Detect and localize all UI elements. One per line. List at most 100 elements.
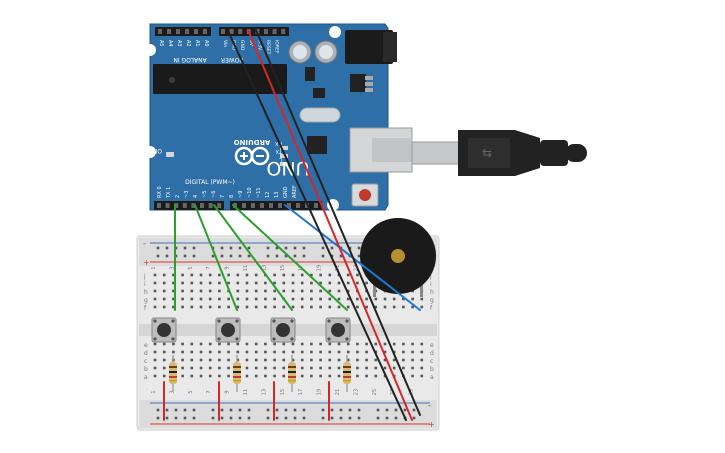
usb-cable: ⇆: [411, 130, 587, 176]
tx-label: TX: [275, 148, 283, 154]
power-label: POWER: [221, 56, 243, 63]
column-number: 29: [409, 389, 415, 395]
resistor: [233, 355, 241, 392]
row-letter: g: [430, 297, 434, 304]
column-number: 11: [243, 265, 249, 271]
board-brand-label: ARDUINO: [234, 138, 271, 146]
arduino-logo: ARDUINO: [234, 138, 271, 166]
small-chip: [307, 136, 327, 154]
row-letter: g: [144, 297, 148, 304]
column-number: 7: [206, 390, 212, 393]
digital-pin-label: ~3: [184, 191, 190, 198]
column-number: 19: [317, 389, 323, 395]
column-number: 11: [243, 389, 249, 395]
analog-header: [155, 27, 211, 36]
column-number: 25: [372, 389, 378, 395]
analog-pin-label: A3: [176, 40, 182, 47]
power-pin-label: 3.3V: [256, 40, 262, 51]
push-button[interactable]: [270, 317, 296, 343]
arduino-uno-board: UNO ARDUINO ON TX RX L ANALOG IN POWER D…: [144, 23, 413, 211]
analog-pin-label: A1: [194, 40, 200, 47]
resistor: [169, 355, 177, 392]
digital-pin-label: ~5: [202, 191, 208, 198]
digital-pin-label: 13: [274, 192, 280, 198]
analog-pin-label: A2: [185, 40, 191, 47]
analog-pin-label: A5: [158, 40, 164, 47]
row-letter: d: [430, 350, 434, 357]
row-letter: e: [430, 342, 434, 349]
digital-label: DIGITAL (PWM~): [185, 179, 235, 186]
analog-pin-label: A4: [167, 40, 173, 47]
row-letter: d: [144, 350, 148, 357]
column-number: 3: [169, 266, 175, 269]
digital-pin-label: RX 0: [157, 186, 163, 198]
column-number: 7: [206, 266, 212, 269]
digital-pin-label: 8: [229, 195, 235, 198]
rail-minus-bottom: -: [428, 401, 431, 410]
digital-pin-label: 7: [220, 195, 226, 198]
row-letter: c: [144, 358, 147, 365]
wire-black: [228, 32, 407, 421]
row-letter: j: [429, 273, 432, 280]
digital-pin-label: GND: [283, 186, 289, 198]
digital-header-low: [154, 201, 224, 210]
column-number: 21: [335, 265, 341, 271]
board-model-label: UNO: [266, 157, 309, 179]
rail-plus-top: +: [143, 258, 150, 267]
digital-pin-label: ~11: [256, 187, 262, 198]
column-number: 13: [261, 389, 267, 395]
digital-pin-label: 12: [265, 192, 271, 198]
row-letter: f: [430, 305, 433, 312]
column-number: 23: [353, 389, 359, 395]
digital-pin-label: 2: [175, 195, 181, 198]
digital-pin-label: AREF: [292, 185, 298, 198]
digital-pin-label: ~6: [211, 191, 217, 198]
power-pin-label: Vin: [222, 40, 228, 47]
column-number: 15: [280, 389, 286, 395]
row-letter: b: [144, 366, 148, 373]
power-pin-label: 5V: [248, 40, 254, 47]
analog-pin-label: A0: [203, 40, 209, 47]
resistor: [343, 355, 351, 392]
column-number: 1: [151, 266, 157, 269]
power-pin-label: IOREF: [274, 40, 280, 54]
on-led-label: ON: [153, 147, 162, 154]
push-button[interactable]: [325, 317, 351, 343]
row-letter: i: [144, 281, 146, 288]
column-number: 15: [280, 265, 286, 271]
svg-text:⇆: ⇆: [482, 146, 492, 160]
column-number: 9: [225, 266, 231, 269]
analog-in-label: ANALOG IN: [173, 56, 206, 63]
row-letter: f: [144, 305, 147, 312]
power-header: [219, 27, 289, 36]
digital-pin-label: ~10: [247, 187, 253, 198]
column-number: 5: [188, 390, 194, 393]
digital-pin-label: ~9: [238, 191, 244, 198]
digital-pin-label: TX 1: [166, 187, 172, 199]
digital-header-high: [230, 201, 322, 210]
row-letter: i: [430, 281, 432, 288]
row-letter: h: [430, 289, 434, 296]
push-button[interactable]: [151, 317, 177, 343]
wire-green: [194, 204, 238, 311]
wire-black: [255, 29, 421, 416]
row-letter: b: [430, 366, 434, 373]
power-pin-label: GND: [239, 40, 245, 51]
rail-plus-bottom: +: [428, 420, 435, 429]
power-pin-label: RESET: [265, 40, 271, 55]
row-letter: c: [430, 358, 433, 365]
column-number: 13: [261, 265, 267, 271]
row-letter: a: [144, 374, 148, 381]
resistor: [288, 355, 296, 392]
piezo-buzzer: [360, 218, 436, 297]
row-letter: j: [143, 273, 146, 280]
column-number: 21: [335, 389, 341, 395]
push-button[interactable]: [215, 317, 241, 343]
column-number: 9: [225, 390, 231, 393]
wire-green: [213, 204, 293, 311]
column-number: 1: [151, 390, 157, 393]
digital-pin-label: 4: [193, 195, 199, 198]
row-letter: e: [144, 342, 148, 349]
wire-green: [232, 204, 348, 311]
